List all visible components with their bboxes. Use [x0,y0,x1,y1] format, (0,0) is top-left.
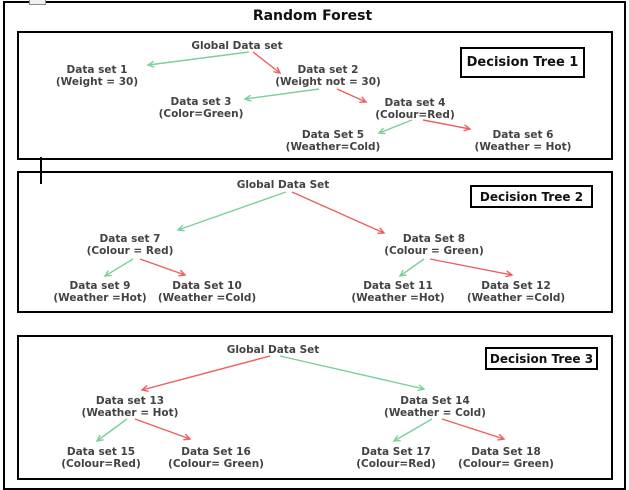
tree-2-box [17,171,613,313]
node-data-set-8: Data Set 8 (Colour = Green) [384,233,484,257]
node-data-set-7: Data set 7 (Colour = Red) [86,233,174,257]
node-data-set-10: Data Set 10 (Weather =Cold) [157,280,257,304]
node-data-set-17: Data Set 17 (Colour=Red) [356,446,436,470]
node-data-set-12: Data Set 12 (Weather =Cold) [466,280,566,304]
node-global-data-set-1: Global Data set [191,40,283,52]
node-data-set-15: Data set 15 (Colour=Red) [61,446,141,470]
node-data-set-18: Data Set 18 (Colour= Green) [458,446,554,470]
decision-tree-2-label: Decision Tree 2 [470,185,593,208]
node-data-set-1: Data set 1 (Weight = 30) [55,64,139,88]
node-data-set-11: Data Set 11 (Weather =Hot) [351,280,445,304]
node-data-set-4: Data set 4 (Colour=Red) [375,97,455,121]
node-global-data-set-3: Global Data Set [226,344,320,356]
node-data-set-14: Data Set 14 (Weather = Cold) [384,395,486,419]
node-data-set-5: Data Set 5 (Weather=Cold) [285,129,381,153]
diagram-title: Random Forest [252,8,373,24]
node-data-set-3: Data set 3 (Color=Green) [158,96,244,120]
node-data-set-9: Data set 9 (Weather =Hot) [53,280,147,304]
outer-border [3,1,626,490]
table-handle-artifact [29,0,46,5]
text-cursor-artifact [40,157,42,184]
node-data-set-13: Data set 13 (Weather = Hot) [81,395,179,419]
tree-3-box [17,335,613,480]
node-data-set-6: Data set 6 (Weather = Hot) [474,129,572,153]
decision-tree-1-label: Decision Tree 1 [460,47,585,78]
tree-1-box [17,31,613,160]
decision-tree-3-label: Decision Tree 3 [485,347,598,370]
node-data-set-16: Data Set 16 (Colour= Green) [168,446,264,470]
node-global-data-set-2: Global Data Set [236,179,330,191]
node-data-set-2: Data set 2 (Weight not = 30) [275,64,381,88]
